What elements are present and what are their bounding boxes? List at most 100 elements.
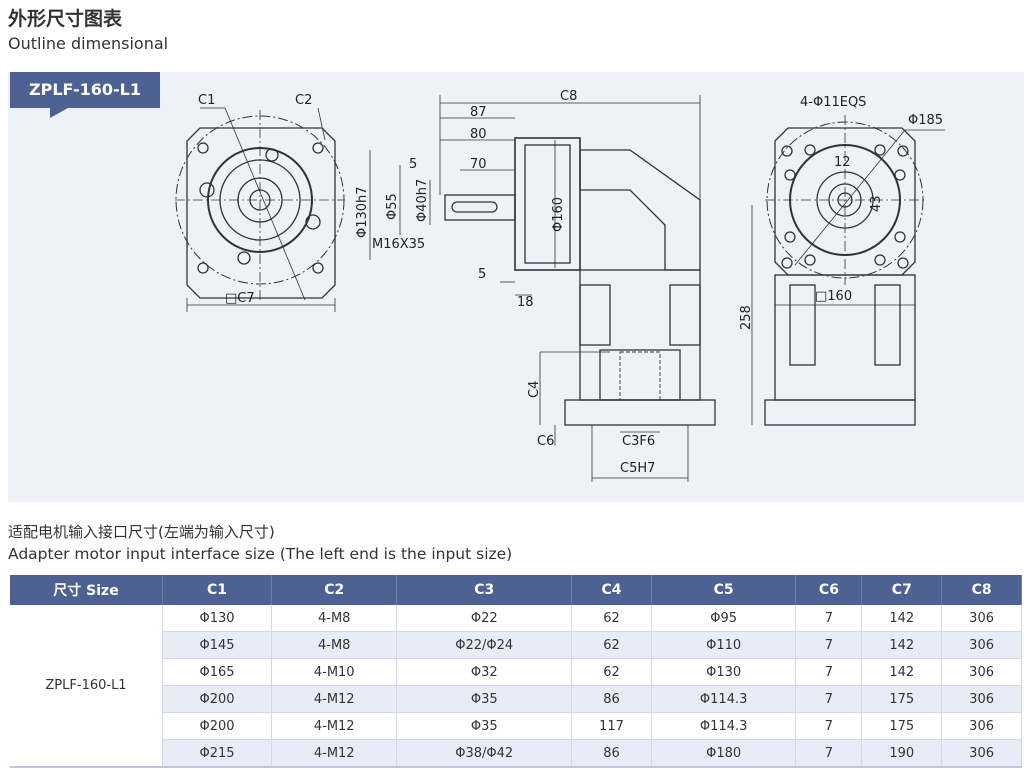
- label-c7: □C7: [225, 291, 255, 306]
- label-c1: C1: [198, 93, 215, 108]
- section-title-en: Adapter motor input interface size (The …: [8, 545, 513, 563]
- table-cell-c6: 7: [795, 739, 863, 768]
- table-cell-c7: 142: [861, 658, 943, 686]
- table-cell-c6: 7: [795, 685, 863, 713]
- table-cell-c5: Φ95: [651, 605, 797, 632]
- label-160: □160: [815, 289, 852, 304]
- label-c5h7: C5H7: [620, 461, 655, 476]
- table-cell-c7: 142: [861, 631, 943, 659]
- table-cell-c6: 7: [795, 631, 863, 659]
- label-phi55: Φ55: [385, 193, 400, 220]
- header-c8: C8: [941, 575, 1022, 605]
- table-cell-c3: Φ22/Φ24: [396, 631, 573, 659]
- header-size: 尺寸 Size: [10, 575, 163, 605]
- dimension-table: 尺寸 Size C1 C2 C3 C4 C5 C6 C7 C8 ZPLF-160…: [10, 575, 1022, 768]
- label-phi185: Φ185: [908, 113, 943, 128]
- table-cell-c4: 62: [571, 658, 652, 686]
- table-cell-c1: Φ165: [162, 658, 273, 686]
- dimension-labels: C1 C2 □C7 C8 87 80 70 5 5 18 Φ130h7 Φ55 …: [198, 89, 943, 476]
- table-cell-c6: 7: [795, 658, 863, 686]
- label-phi130h7: Φ130h7: [355, 186, 370, 238]
- table-cell-c4: 86: [571, 739, 652, 768]
- badge-tail: [50, 108, 68, 118]
- front-view: [175, 107, 345, 312]
- header-c6: C6: [795, 575, 863, 605]
- label-c4: C4: [527, 381, 542, 398]
- label-43: 43: [869, 195, 884, 212]
- table-cell-c5: Φ114.3: [651, 712, 797, 740]
- section-title-cn: 适配电机输入接口尺寸(左端为输入尺寸): [8, 523, 275, 541]
- size-cell: ZPLF-160-L1: [10, 605, 163, 768]
- table-cell-c6: 7: [795, 605, 863, 632]
- label-holes: 4-Φ11EQS: [800, 95, 866, 110]
- table-cell-c7: 142: [861, 605, 943, 632]
- table-cell-c3: Φ35: [396, 712, 573, 740]
- label-phi160: Φ160: [551, 197, 566, 232]
- header-c5: C5: [651, 575, 797, 605]
- table-cell-c8: 306: [941, 631, 1022, 659]
- header-c1: C1: [162, 575, 273, 605]
- page-subtitle: Outline dimensional: [8, 34, 169, 53]
- table-cell-c4: 117: [571, 712, 652, 740]
- table-cell-c2: 4-M10: [271, 658, 398, 686]
- header-c4: C4: [571, 575, 652, 605]
- table-cell-c1: Φ200: [162, 685, 273, 713]
- label-70: 70: [470, 157, 487, 172]
- table-cell-c1: Φ200: [162, 712, 273, 740]
- table-header-row: 尺寸 Size C1 C2 C3 C4 C5 C6 C7 C8: [10, 575, 1022, 605]
- header-c3: C3: [396, 575, 573, 605]
- label-c8: C8: [560, 89, 577, 104]
- label-c2: C2: [295, 93, 312, 108]
- dimension-drawing: C1 C2 □C7 C8 87 80 70 5 5 18 Φ130h7 Φ55 …: [175, 89, 945, 482]
- table-cell-c3: Φ35: [396, 685, 573, 713]
- table-cell-c3: Φ38/Φ42: [396, 739, 573, 768]
- table-cell-c2: 4-M12: [271, 685, 398, 713]
- table-cell-c7: 175: [861, 712, 943, 740]
- table-cell-c8: 306: [941, 712, 1022, 740]
- drawing-panel: [8, 72, 1024, 502]
- end-view: [764, 115, 945, 426]
- label-c3f6: C3F6: [622, 434, 655, 449]
- table-cell-c1: Φ145: [162, 631, 273, 659]
- label-c6: C6: [537, 434, 554, 449]
- table-cell-c5: Φ180: [651, 739, 797, 768]
- model-badge: ZPLF-160-L1: [10, 72, 160, 108]
- table-cell-c2: 4-M8: [271, 631, 398, 659]
- table-cell-c8: 306: [941, 605, 1022, 632]
- table-cell-c5: Φ114.3: [651, 685, 797, 713]
- table-cell-c7: 190: [861, 739, 943, 768]
- label-5-top: 5: [409, 157, 417, 172]
- label-258: 258: [739, 305, 754, 330]
- label-87: 87: [470, 105, 487, 120]
- table-cell-c5: Φ130: [651, 658, 797, 686]
- table-cell-c2: 4-M12: [271, 712, 398, 740]
- header-c2: C2: [271, 575, 398, 605]
- table-cell-c8: 306: [941, 685, 1022, 713]
- table-cell-c5: Φ110: [651, 631, 797, 659]
- label-phi40h7: Φ40h7: [415, 179, 430, 222]
- table-cell-c3: Φ22: [396, 605, 573, 632]
- label-m16x35: M16X35: [372, 237, 425, 252]
- table-cell-c1: Φ130: [162, 605, 273, 632]
- table-cell-c7: 175: [861, 685, 943, 713]
- table-cell-c1: Φ215: [162, 739, 273, 768]
- page-title: 外形尺寸图表: [8, 8, 123, 30]
- label-18: 18: [517, 295, 534, 310]
- table-cell-c4: 62: [571, 605, 652, 632]
- label-5-bottom: 5: [478, 267, 486, 282]
- table-cell-c8: 306: [941, 658, 1022, 686]
- label-12: 12: [834, 155, 851, 170]
- table-cell-c2: 4-M8: [271, 605, 398, 632]
- label-80: 80: [470, 127, 487, 142]
- table-cell-c8: 306: [941, 739, 1022, 768]
- header-c7: C7: [861, 575, 943, 605]
- table-cell-c4: 62: [571, 631, 652, 659]
- side-view: [369, 95, 753, 482]
- table-cell-c2: 4-M12: [271, 739, 398, 768]
